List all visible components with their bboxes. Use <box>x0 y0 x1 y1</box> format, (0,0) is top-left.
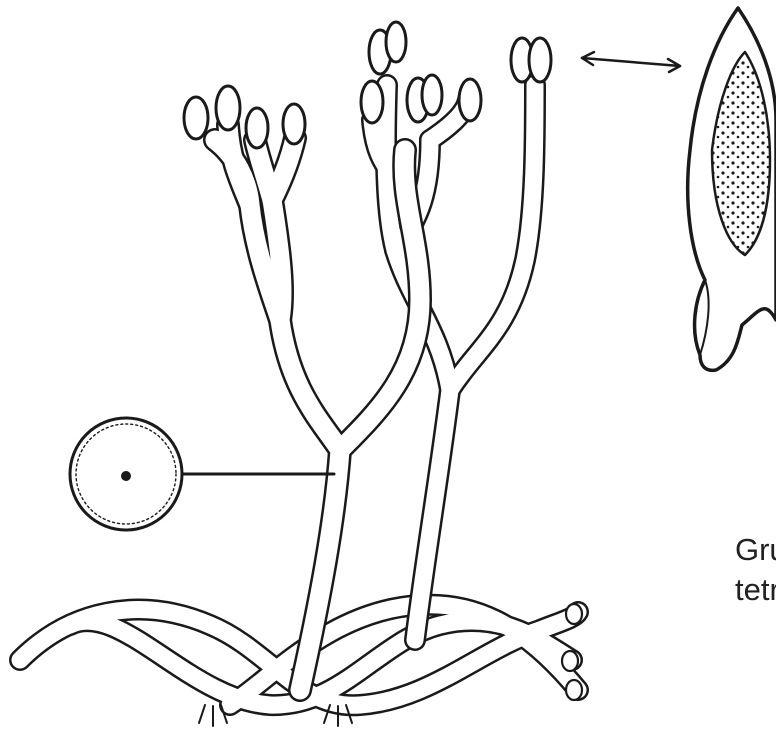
caption-line-1: Grupi <box>735 530 776 570</box>
stem-cross-section <box>70 418 334 530</box>
enlarged-sporangium <box>688 8 776 370</box>
caption-text: Grupi tetras <box>735 530 776 611</box>
caption-line-2: tetras <box>735 570 776 610</box>
enlargement-arrow <box>582 52 680 72</box>
